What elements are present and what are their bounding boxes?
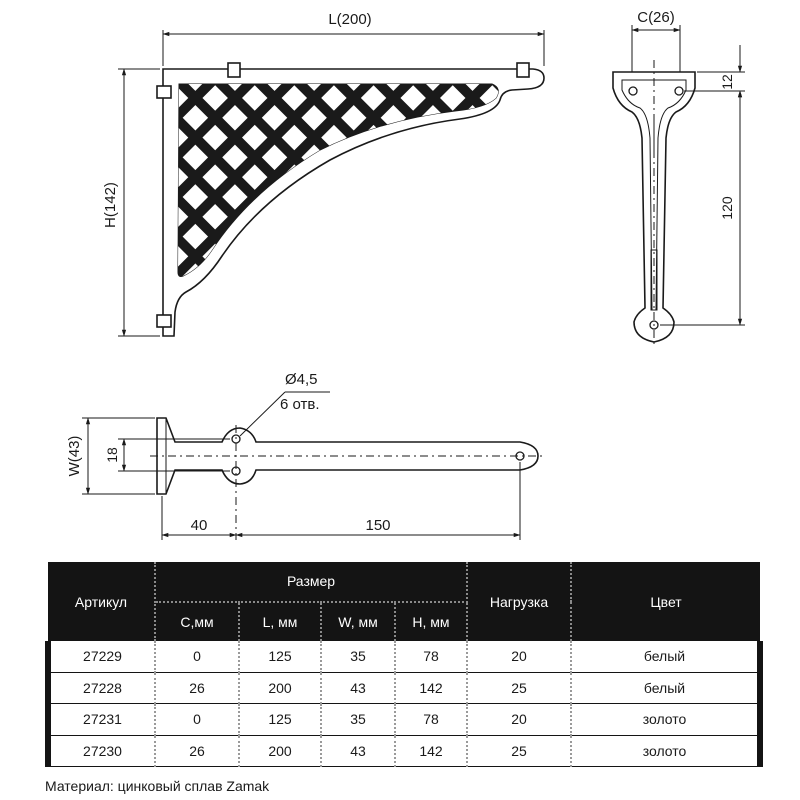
cell-load: 20 — [467, 641, 572, 673]
table-row: 27229 0 125 35 78 20 белый — [45, 641, 763, 673]
dim-base-to-hole-label: 40 — [191, 517, 208, 534]
screw-side-bottom — [156, 314, 172, 328]
dim-hole-to-hole-label: 150 — [365, 517, 390, 534]
cell-h: 78 — [395, 703, 468, 736]
screw-top-left — [227, 62, 241, 78]
header-load: Нагрузка — [467, 562, 572, 642]
header-article: Артикул — [48, 562, 156, 642]
cell-load: 25 — [467, 672, 572, 705]
cell-c: 0 — [155, 641, 240, 673]
cell-w: 35 — [321, 703, 396, 736]
bracket-side-view: L(200) H(142) — [102, 11, 545, 337]
header-l: L, мм — [239, 601, 322, 642]
screw-top-right — [516, 62, 530, 78]
cell-h: 78 — [395, 641, 468, 673]
cell-c: 26 — [155, 672, 240, 705]
cell-w: 35 — [321, 641, 396, 673]
front-hole-left — [628, 86, 638, 96]
cell-color: золото — [571, 735, 763, 768]
header-h: H, мм — [395, 601, 468, 642]
hole-leader-line — [239, 391, 286, 437]
dim-hole-spacing-label: 120 — [719, 196, 735, 220]
cell-c: 26 — [155, 735, 240, 768]
header-w: W, мм — [321, 601, 396, 642]
cell-l: 200 — [239, 672, 322, 705]
hole-diameter-label: Ø4,5 — [285, 371, 318, 388]
cell-color: белый — [571, 672, 763, 705]
cell-article: 27228 — [45, 672, 156, 705]
cell-color: золото — [571, 703, 763, 736]
header-color: Цвет — [571, 562, 760, 642]
cell-w: 43 — [321, 672, 396, 705]
material-note: Материал: цинковый сплав Zamak — [45, 778, 270, 794]
screw-side-top — [156, 85, 172, 99]
header-size: Размер — [155, 562, 468, 603]
dim-thickness-label: C(26) — [637, 9, 675, 26]
hole-count-label: 6 отв. — [280, 396, 320, 413]
cell-l: 200 — [239, 735, 322, 768]
dim-hole-gap-label: 18 — [104, 447, 120, 463]
cell-l: 125 — [239, 641, 322, 673]
header-c: C,мм — [155, 601, 240, 642]
bracket-front-view: C(26) 12 120 — [612, 9, 745, 345]
cell-color: белый — [571, 641, 763, 673]
spec-table: Артикул Размер Нагрузка Цвет C,мм L, мм … — [45, 562, 763, 768]
dim-top-offset-label: 12 — [719, 74, 735, 90]
table-row: 27231 0 125 35 78 20 золото — [45, 703, 763, 736]
cell-h: 142 — [395, 735, 468, 768]
cell-load: 20 — [467, 703, 572, 736]
bracket-top-view: Ø4,5 6 отв. W(43) 18 40 150 — [66, 371, 545, 540]
dim-width-label: W(43) — [66, 436, 83, 477]
cell-article: 27231 — [45, 703, 156, 736]
cell-load: 25 — [467, 735, 572, 768]
front-hole-right — [674, 86, 684, 96]
cell-h: 142 — [395, 672, 468, 705]
cell-w: 43 — [321, 735, 396, 768]
dim-length-label: L(200) — [328, 11, 371, 28]
technical-drawing: L(200) H(142) C(26) 12 120 — [66, 9, 745, 540]
table-row: 27228 26 200 43 142 25 белый — [45, 672, 763, 705]
cell-article: 27229 — [45, 641, 156, 673]
table-row: 27230 26 200 43 142 25 золото — [45, 735, 763, 768]
dim-height-label: H(142) — [102, 182, 119, 228]
cell-article: 27230 — [45, 735, 156, 768]
cell-l: 125 — [239, 703, 322, 736]
cell-c: 0 — [155, 703, 240, 736]
